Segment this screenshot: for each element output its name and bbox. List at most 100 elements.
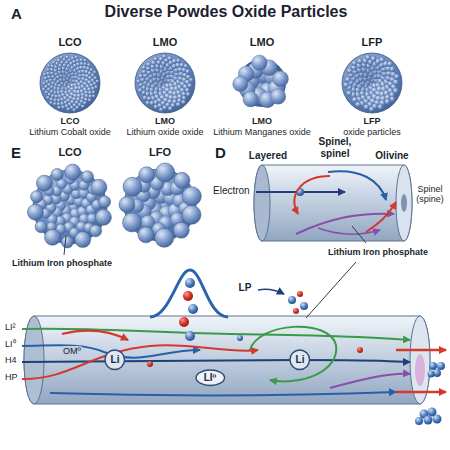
ion-ball xyxy=(147,361,153,367)
panel-letter: D xyxy=(214,144,227,161)
cylinder-hole xyxy=(401,194,407,212)
flow-line xyxy=(22,360,410,362)
ion-ball xyxy=(300,302,308,310)
particle-grain xyxy=(96,79,100,83)
exit-arrow xyxy=(396,391,446,394)
particle-grain xyxy=(65,55,69,59)
particle-grain xyxy=(43,73,47,77)
ion-symbol: LIº xyxy=(204,372,217,384)
particle-grain xyxy=(47,64,51,68)
particle-grain xyxy=(378,104,384,110)
particle-grain xyxy=(273,71,289,87)
ion-ball xyxy=(293,308,299,314)
particle-grain xyxy=(46,96,50,100)
particle-grain xyxy=(186,92,191,97)
ion-ball xyxy=(297,291,303,297)
sample-label: LFP xyxy=(363,116,382,126)
particle-grain xyxy=(389,66,395,72)
node-shape xyxy=(196,370,225,386)
particle-grains xyxy=(343,55,399,112)
particle-grain xyxy=(162,54,167,59)
particle-grains xyxy=(136,54,193,112)
line-label: LI² xyxy=(4,322,17,332)
structure-label: Spinel (spine) xyxy=(411,184,449,205)
process-label: LP xyxy=(238,282,253,294)
ion-ball xyxy=(437,362,445,370)
particle-grains xyxy=(119,163,201,247)
ion-ball xyxy=(183,291,193,301)
material-name: Lithium oxide oxide xyxy=(125,127,204,137)
particle-grain xyxy=(75,106,79,110)
cylinder-cap xyxy=(396,165,412,241)
lp-arrow xyxy=(258,289,284,294)
particle-grain xyxy=(390,96,395,101)
ion-circle: Li xyxy=(104,349,126,371)
tube-end xyxy=(415,354,425,386)
particle-grains xyxy=(42,55,99,111)
particle-grain xyxy=(187,83,192,88)
ion-ball xyxy=(433,415,442,424)
particle-grain xyxy=(346,91,352,97)
particle-grain xyxy=(352,61,357,66)
particle-grain xyxy=(74,55,78,59)
particle-grain xyxy=(88,98,92,102)
leader-lines xyxy=(64,226,366,318)
sample-label: LCO xyxy=(60,116,81,126)
particle-grain xyxy=(43,76,47,80)
ion-ball xyxy=(428,371,435,378)
particle-sphere xyxy=(40,53,100,113)
particle-grain xyxy=(50,64,54,68)
material-name: Lithium Iron phosphate xyxy=(327,247,429,257)
flow-arrow xyxy=(366,202,396,232)
particle-sphere xyxy=(33,170,107,244)
particle-grain xyxy=(95,209,111,225)
sample-label: LMO xyxy=(154,116,176,126)
ion-symbol: Li xyxy=(296,354,305,366)
sample-label: LMO xyxy=(251,116,273,126)
ion-ball xyxy=(357,347,363,353)
sample-label: LMO xyxy=(152,36,178,49)
particle-grain xyxy=(66,107,70,111)
particle-grain xyxy=(138,74,143,79)
particle-grain xyxy=(61,105,65,109)
ion-ball xyxy=(179,317,189,327)
particle-grain xyxy=(176,58,181,63)
particle-grain xyxy=(79,58,83,62)
diagram-title: Diverse Powdes Oxide Particles xyxy=(0,3,450,21)
particle-grain xyxy=(35,221,47,233)
cylinder-body xyxy=(254,165,412,241)
ion-label: OMº xyxy=(62,346,82,356)
particle-grain xyxy=(185,69,190,74)
particle-grain xyxy=(93,70,97,74)
leader-line xyxy=(352,226,366,243)
particle-grain xyxy=(91,179,107,195)
particle-grain xyxy=(394,74,399,79)
particle-grain xyxy=(139,167,155,183)
particle-grain xyxy=(156,163,175,182)
particle-grain xyxy=(387,61,392,66)
particle-grain xyxy=(75,232,91,248)
sample-label: LCO xyxy=(57,146,82,159)
structure-label: Olivine xyxy=(374,150,409,162)
particle-grain xyxy=(179,63,184,68)
particle-grain xyxy=(93,76,97,80)
panel-letter: A xyxy=(10,5,23,22)
particle-grain xyxy=(155,228,174,247)
panel-letter: E xyxy=(10,144,22,161)
particle-grain xyxy=(72,108,76,112)
particle-grain xyxy=(182,205,201,224)
line-label: LI⁰ xyxy=(4,339,17,349)
ion-circle: Li xyxy=(289,349,311,371)
particle-grain xyxy=(141,65,146,70)
ion-ball xyxy=(188,304,198,314)
particle-grain xyxy=(365,55,370,60)
flow-line xyxy=(50,392,396,396)
sample-label: LFP xyxy=(361,36,384,49)
particle-grain xyxy=(31,191,43,203)
ion-oval: LIº xyxy=(195,369,226,387)
particle-grain xyxy=(182,187,201,206)
particle-grain xyxy=(119,197,135,213)
particle-grain xyxy=(154,105,159,110)
particle-grain xyxy=(364,104,370,110)
